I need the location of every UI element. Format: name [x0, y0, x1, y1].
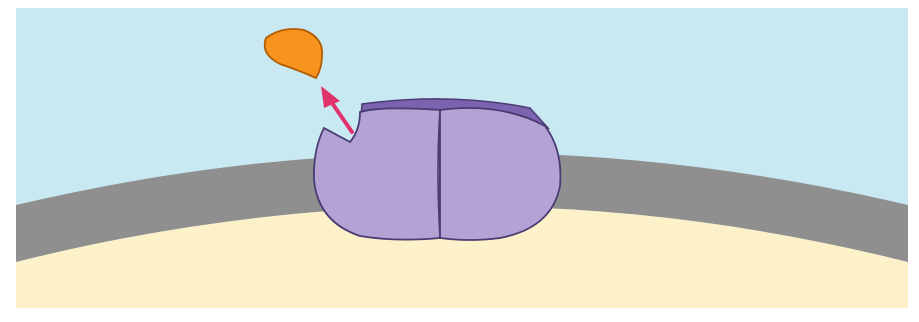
- membrane-transport-diagram: [0, 0, 919, 322]
